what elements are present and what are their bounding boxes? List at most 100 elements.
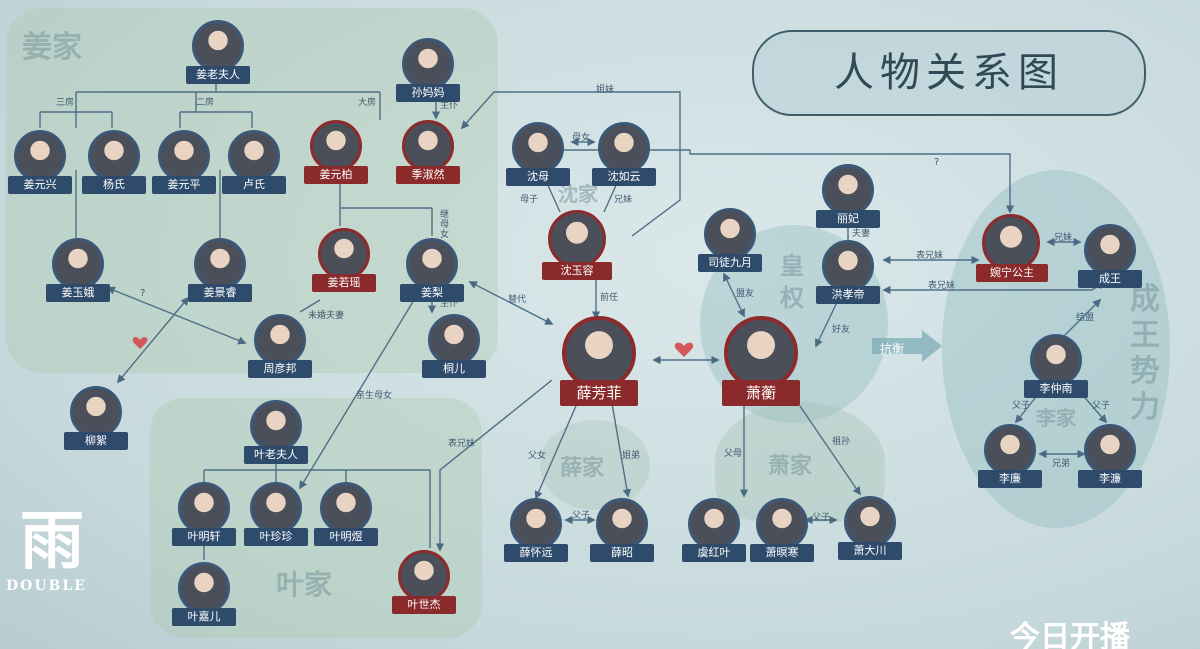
portrait xyxy=(402,38,454,90)
person-liu-xu[interactable]: 柳絮 xyxy=(62,386,132,454)
person-jiang-jingrui[interactable]: 姜景睿 xyxy=(186,238,256,306)
person-li-lian[interactable]: 李濂 xyxy=(1076,424,1146,492)
rel-xiongdi: 兄妹 xyxy=(1054,233,1073,243)
rel-weihunfuqi: 未婚夫妻 xyxy=(308,311,345,321)
rel-question2: ? xyxy=(934,157,940,168)
portrait xyxy=(406,238,458,290)
person-ye-shijie[interactable]: 叶世杰 xyxy=(390,550,466,618)
corner-airing-banner: 今日开播 xyxy=(1010,620,1130,649)
rel-zhupu: 主仆 xyxy=(440,101,459,111)
portrait xyxy=(158,130,210,182)
rel-xiongmei: 兄妹 xyxy=(614,195,633,205)
rel-jiedi: 姐弟 xyxy=(622,451,641,461)
person-shen-yurong[interactable]: 沈玉容 xyxy=(540,210,620,280)
portrait xyxy=(982,214,1040,272)
portrait xyxy=(562,316,636,390)
person-jiang-yuanping[interactable]: 姜元平 xyxy=(150,130,220,198)
portrait xyxy=(688,498,740,550)
portrait xyxy=(398,550,450,602)
rel-biaoxiongmei3: 表兄妹 xyxy=(928,281,956,291)
label-jiang: 姜家 xyxy=(22,30,82,65)
portrait xyxy=(756,498,808,550)
corner-poster-char: 雨 xyxy=(20,504,84,579)
rel-qianfu: 前任 xyxy=(600,293,619,303)
person-li-fei[interactable]: 丽妃 xyxy=(814,164,884,232)
person-jiang-yuanbai[interactable]: 姜元柏 xyxy=(302,120,378,188)
portrait xyxy=(254,314,306,366)
portrait xyxy=(70,386,122,438)
portrait xyxy=(318,228,370,280)
portrait xyxy=(822,164,874,216)
portrait xyxy=(228,130,280,182)
portrait xyxy=(52,238,104,290)
person-wanning[interactable]: 婉宁公主 xyxy=(974,214,1054,282)
label-chengwang: 成王势力 xyxy=(1130,282,1160,425)
rel-zhupu2: 主仆 xyxy=(440,299,459,309)
person-xue-zhao[interactable]: 薛昭 xyxy=(588,498,658,566)
portrait xyxy=(402,120,454,172)
person-tong-er[interactable]: 桐儿 xyxy=(420,314,490,382)
person-xiao-heng[interactable]: 萧蘅 xyxy=(714,316,810,408)
title-banner: 人物关系图 xyxy=(752,30,1146,116)
rel-kangheng: 抗衡 xyxy=(880,342,905,356)
label-huangquan: 皇权 xyxy=(780,251,804,312)
label-xiao: 萧家 xyxy=(768,453,813,479)
person-ye-zhenzhen[interactable]: 叶珍珍 xyxy=(242,482,312,550)
person-li-lian2[interactable]: 李廉 xyxy=(976,424,1046,492)
portrait xyxy=(596,498,648,550)
portrait xyxy=(194,238,246,290)
region-xue xyxy=(540,420,650,510)
rel-qinxin: 结盟 xyxy=(1076,313,1095,323)
rel-jiemei: 姐妹 xyxy=(596,85,615,95)
person-zhou-yanbang[interactable]: 周彦邦 xyxy=(246,314,316,382)
portrait xyxy=(548,210,606,268)
portrait xyxy=(178,482,230,534)
rel-muzi: 母子 xyxy=(520,195,539,205)
rel-fumu: 父母 xyxy=(724,449,743,459)
person-yu-hongye[interactable]: 虞红叶 xyxy=(680,498,750,566)
portrait xyxy=(88,130,140,182)
person-ji-shuran[interactable]: 季淑然 xyxy=(394,120,470,188)
portrait xyxy=(192,20,244,72)
person-cheng-wang[interactable]: 成王 xyxy=(1076,224,1146,292)
rel-dafang: 大房 xyxy=(358,98,377,108)
rel-fuzi4: 父子 xyxy=(1092,401,1111,411)
person-jiang-laofuren[interactable]: 姜老夫人 xyxy=(184,20,254,88)
person-yang-shi[interactable]: 杨氏 xyxy=(80,130,150,198)
person-shen-mu[interactable]: 沈母 xyxy=(504,122,574,190)
person-shen-ruyun[interactable]: 沈如云 xyxy=(590,122,660,190)
person-xiao-dachuan[interactable]: 萧大川 xyxy=(836,496,906,564)
portrait xyxy=(704,208,756,260)
person-ye-jiaer[interactable]: 叶嘉儿 xyxy=(170,562,240,630)
person-situ-jiuyue[interactable]: 司徒九月 xyxy=(696,208,766,276)
rel-biaoxiongmei2: 表兄妹 xyxy=(916,251,944,261)
person-li-zhongnan[interactable]: 李仲南 xyxy=(1022,334,1092,402)
rel-muqin: 母女 xyxy=(572,133,591,143)
person-jiang-yue[interactable]: 姜玉娥 xyxy=(44,238,114,306)
portrait xyxy=(250,400,302,452)
portrait xyxy=(510,498,562,550)
rel-haoyou: 好友 xyxy=(832,325,851,335)
person-xue-huaiyuan[interactable]: 薛怀远 xyxy=(502,498,572,566)
rel-mengyou: 盟友 xyxy=(736,289,755,299)
person-jiang-yuanxing[interactable]: 姜元兴 xyxy=(6,130,76,198)
portrait xyxy=(250,482,302,534)
portrait xyxy=(320,482,372,534)
person-ye-laofuren[interactable]: 叶老夫人 xyxy=(242,400,312,468)
portrait xyxy=(178,562,230,614)
page-title: 人物关系图 xyxy=(834,50,1064,96)
person-sun-mama[interactable]: 孙妈妈 xyxy=(394,38,464,106)
person-xue-fangfei[interactable]: 薛芳菲 xyxy=(552,316,648,408)
rel-zusun: 祖孙 xyxy=(832,437,851,447)
portrait xyxy=(724,316,798,390)
person-hongxiao-di[interactable]: 洪孝帝 xyxy=(814,240,884,308)
label-shen: 沈家 xyxy=(558,182,598,206)
person-lu-shi[interactable]: 卢氏 xyxy=(220,130,290,198)
person-jiang-li[interactable]: 姜梨 xyxy=(398,238,468,306)
person-xiao-mingse[interactable]: 萧暝寒 xyxy=(748,498,818,566)
person-jiang-ruoyao[interactable]: 姜若瑶 xyxy=(310,228,386,296)
portrait xyxy=(14,130,66,182)
person-ye-mingyu[interactable]: 叶明煜 xyxy=(312,482,382,550)
person-ye-mingxuan[interactable]: 叶明轩 xyxy=(170,482,240,550)
